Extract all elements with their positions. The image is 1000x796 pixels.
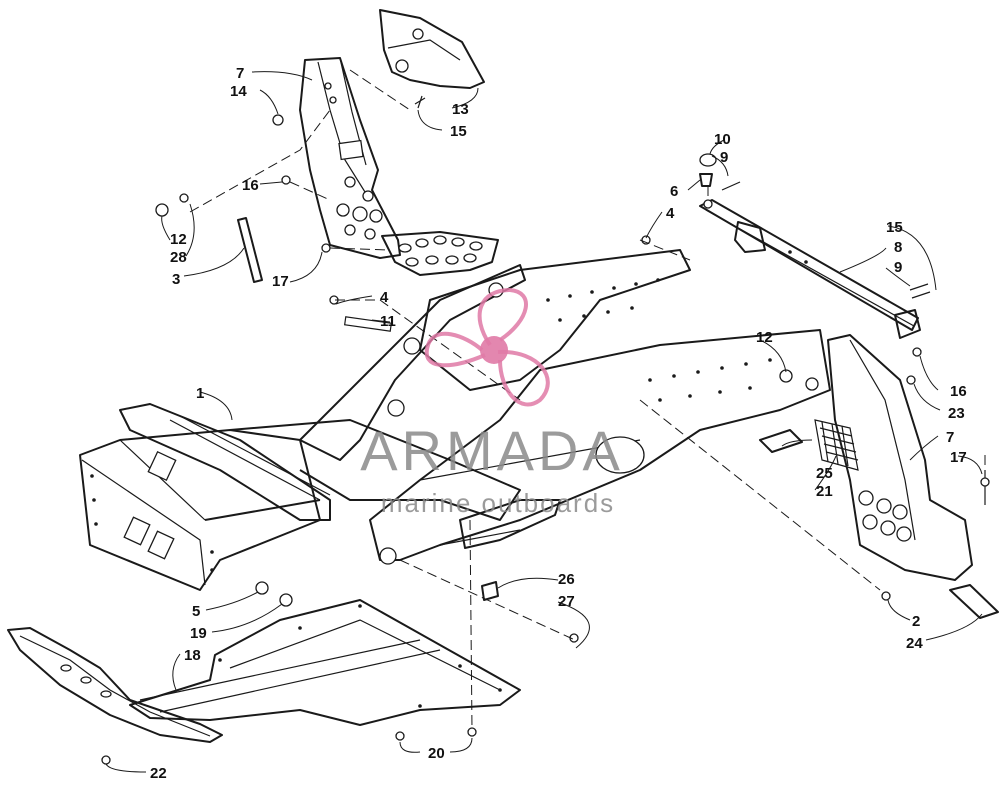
callout-9-upper: 9 (720, 149, 728, 166)
callout-4-right: 4 (666, 205, 675, 222)
callout-19: 19 (190, 625, 207, 642)
callout-25: 25 (816, 465, 833, 482)
callout-16-upper: 16 (242, 177, 259, 194)
watermark-brand: ARMADA (360, 419, 624, 482)
callout-17-upper: 17 (272, 273, 289, 290)
callout-4-left: 4 (380, 289, 389, 306)
callout-22: 22 (150, 765, 167, 782)
callout-18: 18 (184, 647, 201, 664)
callout-7-right: 7 (946, 429, 954, 446)
callout-1: 1 (196, 385, 204, 402)
callout-28: 28 (170, 249, 187, 266)
steering-support-left (299, 57, 499, 276)
callout-16-right: 16 (950, 383, 967, 400)
callout-17-right: 17 (950, 449, 967, 466)
callout-13: 13 (452, 101, 469, 118)
steering-post-part-8 (699, 199, 921, 339)
callout-11: 11 (380, 313, 396, 330)
callout-12-right: 12 (756, 329, 773, 346)
callout-21: 21 (816, 483, 833, 500)
callout-26: 26 (558, 571, 575, 588)
callout-9-right: 9 (894, 259, 902, 276)
callout-2: 2 (912, 613, 920, 630)
callout-7-upper: 7 (236, 65, 244, 82)
callout-8: 8 (894, 239, 902, 256)
callout-15-upper: 15 (450, 123, 467, 140)
callout-3: 3 (172, 271, 180, 288)
front-support-right-part-7 (814, 334, 999, 619)
bumper-part-22 (7, 627, 223, 743)
callout-10: 10 (714, 131, 731, 148)
callout-14: 14 (230, 83, 247, 100)
rod-part-3 (237, 217, 263, 283)
armada-propeller-logo (424, 287, 550, 407)
callout-23: 23 (948, 405, 965, 422)
callout-12-left: 12 (170, 231, 187, 248)
callout-6: 6 (670, 183, 678, 200)
belly-pan-part-18 (129, 599, 521, 726)
watermark-tagline: marine outboards (381, 488, 615, 518)
main-frame-part-1 (79, 249, 831, 591)
callout-15-right: 15 (886, 219, 903, 236)
callout-labels: 7 14 13 15 16 12 28 3 17 4 11 10 9 6 4 1… (150, 65, 967, 782)
leader-lines (105, 71, 983, 773)
callout-5: 5 (192, 603, 200, 620)
armada-logo-hub (480, 336, 508, 364)
callout-20: 20 (428, 745, 445, 762)
armada-watermark: ARMADA marine outboards (360, 287, 624, 518)
steering-cover-part-13 (379, 9, 485, 89)
callout-24: 24 (906, 635, 923, 652)
callout-27: 27 (558, 593, 575, 610)
